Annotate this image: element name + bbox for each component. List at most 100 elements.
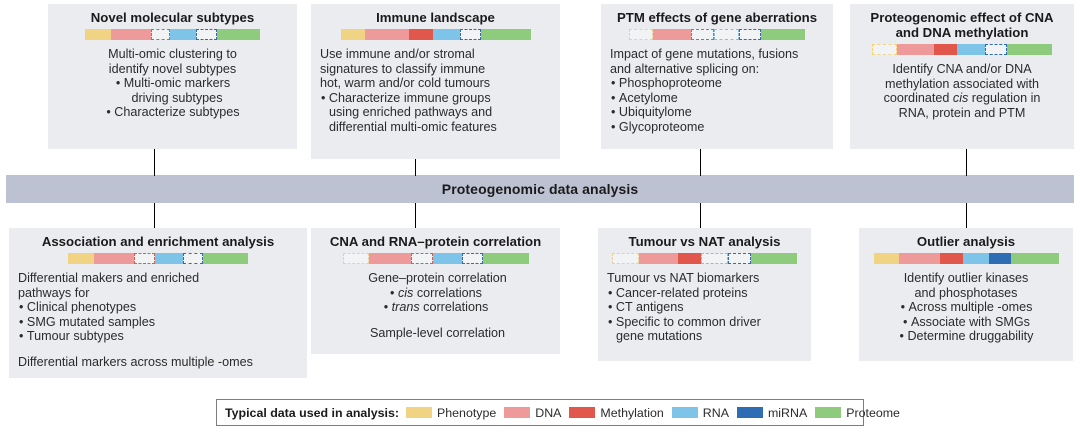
- card-body: Gene–protein correlationcis correlations…: [320, 271, 551, 340]
- top-card-proteogenomic-effect-of-cna-and-dna-methylat: Proteogenomic effect of CNA and DNA meth…: [850, 4, 1074, 149]
- card-title: Proteogenomic effect of CNA and DNA meth…: [870, 10, 1054, 40]
- legend-item-methylation: Methylation: [569, 405, 664, 420]
- bullet-line: Glycoproteome: [610, 120, 824, 135]
- legend-swatch-proteome: [815, 407, 842, 418]
- omics-segment-proteome: [1010, 253, 1059, 264]
- text-line: driving subtypes: [131, 90, 223, 105]
- legend-item-dna: DNA: [504, 406, 561, 420]
- legend-item-mirna: miRNA: [736, 405, 808, 420]
- connector-line-top-4: [966, 149, 967, 176]
- omics-segment-mirna-inactive: [727, 253, 751, 264]
- omics-segment-dna: [639, 253, 679, 264]
- connector-line-bottom-4: [966, 203, 967, 229]
- omics-segment-dna: [365, 29, 409, 40]
- omics-segment-dna: [899, 253, 941, 264]
- omics-segment-methylation-inactive: [410, 253, 434, 264]
- bullet-line: Multi-omic markers: [57, 76, 288, 91]
- omics-bar-novel-molecular-subtypes: [85, 29, 261, 40]
- card-body: Tumour vs NAT biomarkersCancer-related p…: [607, 271, 802, 344]
- omics-segment-mirna: [989, 253, 1011, 264]
- bullet-line: Determine druggability: [868, 329, 1064, 344]
- bullet-line: Specific to common driver: [607, 315, 802, 330]
- omics-segment-methylation: [940, 253, 964, 264]
- card-title: Association and enrichment analysis: [41, 234, 275, 249]
- connector-line-bottom-1: [154, 203, 155, 229]
- omics-segment-phenotype-inactive: [872, 44, 897, 55]
- omics-segment-methylation: [678, 253, 701, 264]
- text-line: and phosphotases: [914, 285, 1018, 300]
- omics-segment-proteome: [761, 29, 805, 40]
- omics-segment-proteome: [203, 253, 249, 264]
- omics-segment-methylation-inactive: [691, 29, 714, 40]
- card-title: Tumour vs NAT analysis: [628, 234, 781, 249]
- omics-segment-rna: [963, 253, 990, 264]
- text-line: Differential makers and enriched: [18, 271, 200, 285]
- text-line: Identify CNA and/or DNA: [892, 62, 1032, 76]
- legend-item-proteome: Proteome: [815, 406, 900, 420]
- omics-segment-phenotype-inactive: [629, 29, 653, 40]
- omics-segment-methylation-inactive: [150, 29, 170, 40]
- omics-segment-phenotype: [873, 253, 900, 264]
- legend-label: RNA: [702, 405, 729, 420]
- legend-swatch-methylation: [569, 407, 596, 418]
- bullet-line: Clinical phenotypes: [18, 300, 298, 315]
- text-line: Sample-level correlation: [369, 325, 506, 340]
- text-line: gene mutations: [616, 329, 703, 344]
- omics-segment-proteome: [483, 253, 529, 264]
- bullet-line: Across multiple -omes: [868, 300, 1064, 315]
- omics-segment-phenotype: [68, 253, 95, 264]
- legend-item-phenotype: Phenotype: [406, 406, 496, 420]
- omics-segment-rna: [154, 253, 183, 264]
- text-line: identify novel subtypes: [108, 61, 237, 76]
- connector-line-top-3: [700, 149, 701, 176]
- text-line: coordinated cis regulation in: [883, 91, 1041, 106]
- omics-segment-proteome: [750, 253, 797, 264]
- text-line: Impact of gene mutations, fusions: [610, 47, 799, 61]
- omics-segment-rna-inactive: [700, 253, 728, 264]
- omics-segment-dna: [94, 253, 135, 264]
- text-line: using enriched pathways and: [329, 105, 493, 120]
- bullet-line: Associate with SMGs: [868, 315, 1064, 330]
- connector-line-top-1: [154, 149, 155, 176]
- bullet-line: Characterize subtypes: [57, 105, 288, 120]
- proteogenomic-banner: Proteogenomic data analysis: [6, 175, 1074, 203]
- text-line: RNA, protein and PTM: [898, 105, 1026, 120]
- legend-title: Typical data used in analysis:: [225, 405, 399, 420]
- text-line: Identify outlier kinases: [903, 271, 1029, 285]
- card-title: Outlier analysis: [916, 234, 1016, 249]
- omics-segment-rna: [433, 29, 461, 40]
- text-line: Use immune and/or stromal: [320, 47, 475, 61]
- omics-segment-mirna-inactive: [196, 29, 217, 40]
- text-line: methylation associated with: [884, 76, 1039, 91]
- omics-bar-immune-landscape: [340, 29, 531, 40]
- bullet-line: Phosphoproteome: [610, 76, 824, 91]
- banner-label: Proteogenomic data analysis: [441, 181, 639, 197]
- card-title: CNA and RNA–protein correlation: [329, 234, 542, 249]
- bullet-line: CT antigens: [607, 300, 802, 315]
- omics-bar-proteogenomic-effect-of-cna-and-dna-methylat: [872, 44, 1052, 55]
- legend-label: miRNA: [767, 405, 808, 420]
- bullet-line: Ubiquitylome: [610, 105, 824, 120]
- bullet-line: Characterize immune groups: [320, 91, 551, 106]
- omics-segment-rna: [956, 44, 985, 55]
- bullet-line: cis correlations: [320, 286, 551, 301]
- text-line: Tumour vs NAT biomarkers: [607, 271, 760, 285]
- omics-bar-ptm-effects-of-gene-aberrations: [629, 29, 805, 40]
- omics-segment-mirna-inactive: [738, 29, 762, 40]
- legend-label: Methylation: [600, 405, 664, 420]
- omics-segment-rna: [169, 29, 197, 40]
- text-line: hot, warm and/or cold tumours: [320, 76, 491, 91]
- omics-segment-mirna-inactive: [461, 253, 484, 264]
- legend-label: Phenotype: [437, 405, 497, 420]
- connector-line-bottom-2: [415, 203, 416, 229]
- bullet-line: Acetylome: [610, 91, 824, 106]
